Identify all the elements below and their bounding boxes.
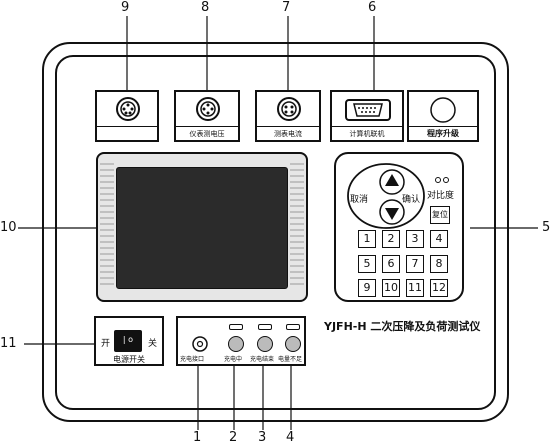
key-3[interactable]: 3 bbox=[406, 230, 424, 248]
low-battery-led bbox=[286, 324, 300, 330]
confirm-key[interactable]: 确认 bbox=[402, 195, 421, 205]
power-switch[interactable]: | o bbox=[114, 330, 142, 352]
connector-7-label: 测表电流 bbox=[274, 130, 302, 138]
nav-pad bbox=[347, 163, 425, 229]
charging-indicator bbox=[228, 336, 244, 352]
reset-key[interactable]: 复位 bbox=[430, 206, 450, 224]
key-8[interactable]: 8 bbox=[430, 255, 448, 273]
down-arrow-icon bbox=[385, 208, 399, 220]
key-5[interactable]: 5 bbox=[358, 255, 376, 273]
key-6[interactable]: 6 bbox=[382, 255, 400, 273]
connector-8-box: 仪表测电压 bbox=[174, 90, 240, 142]
charge-done-label: 充电结束 bbox=[250, 356, 275, 363]
callout-2: 2 bbox=[229, 430, 238, 445]
callout-7: 7 bbox=[282, 0, 291, 15]
key-10[interactable]: 10 bbox=[382, 279, 400, 297]
round-connector-icon bbox=[196, 97, 220, 121]
callout-9: 9 bbox=[121, 0, 130, 15]
callout-11: 11 bbox=[0, 336, 17, 351]
low-battery-indicator bbox=[285, 336, 301, 352]
charge-port-icon bbox=[192, 336, 208, 352]
round-connector-icon bbox=[116, 97, 140, 121]
callout-6: 6 bbox=[368, 0, 377, 15]
model-label: YJFH-H 二次压降及负荷测试仪 bbox=[324, 320, 481, 333]
contrast-dots-icon bbox=[435, 177, 449, 183]
lcd-bezel bbox=[96, 152, 308, 302]
program-upgrade-box: 程序升级 bbox=[407, 90, 479, 142]
lcd-screen bbox=[116, 167, 288, 289]
key-2[interactable]: 2 bbox=[382, 230, 400, 248]
device-inner-frame bbox=[55, 55, 496, 410]
charging-label: 充电中 bbox=[224, 356, 243, 363]
upgrade-port-icon bbox=[430, 97, 456, 123]
power-off-label: 关 bbox=[148, 339, 158, 349]
callout-10: 10 bbox=[0, 220, 17, 235]
connector-7-box: 测表电流 bbox=[255, 90, 321, 142]
callout-8: 8 bbox=[201, 0, 210, 15]
charge-done-led bbox=[258, 324, 272, 330]
device-outer-frame bbox=[42, 42, 509, 422]
keypad-panel: 取消 确认 对比度 复位 1 2 3 4 5 6 7 8 9 10 11 12 bbox=[334, 152, 464, 302]
charge-port-label: 充电接口 bbox=[180, 356, 205, 363]
callout-5: 5 bbox=[542, 220, 551, 235]
charging-led bbox=[229, 324, 243, 330]
up-arrow-icon bbox=[385, 174, 399, 186]
bezel-ribs bbox=[100, 163, 304, 285]
power-switch-box: 开 | o 关 电源开关 bbox=[94, 316, 164, 366]
charge-done-indicator bbox=[257, 336, 273, 352]
key-1[interactable]: 1 bbox=[358, 230, 376, 248]
program-upgrade-label: 程序升级 bbox=[427, 129, 459, 138]
power-on-label: 开 bbox=[101, 339, 111, 349]
callout-3: 3 bbox=[258, 430, 267, 445]
connector-6-box: 计算机联机 bbox=[330, 90, 404, 142]
key-4[interactable]: 4 bbox=[430, 230, 448, 248]
connector-9-box bbox=[95, 90, 159, 142]
callout-1: 1 bbox=[193, 430, 202, 445]
round-connector-icon bbox=[277, 97, 301, 121]
connector-8-label: 仪表测电压 bbox=[189, 130, 225, 138]
key-7[interactable]: 7 bbox=[406, 255, 424, 273]
connector-6-label: 计算机联机 bbox=[349, 130, 385, 138]
power-switch-label: 电源开关 bbox=[113, 355, 145, 364]
low-battery-label: 电量不足 bbox=[278, 356, 303, 363]
key-12[interactable]: 12 bbox=[430, 279, 448, 297]
key-9[interactable]: 9 bbox=[358, 279, 376, 297]
key-11[interactable]: 11 bbox=[406, 279, 424, 297]
charge-box: 充电接口 充电中 充电结束 电量不足 bbox=[176, 316, 306, 366]
cancel-key[interactable]: 取消 bbox=[350, 195, 369, 205]
callout-4: 4 bbox=[286, 430, 295, 445]
switch-mark: | o bbox=[122, 335, 134, 344]
contrast-label: 对比度 bbox=[427, 191, 455, 201]
serial-port-icon bbox=[345, 99, 391, 121]
